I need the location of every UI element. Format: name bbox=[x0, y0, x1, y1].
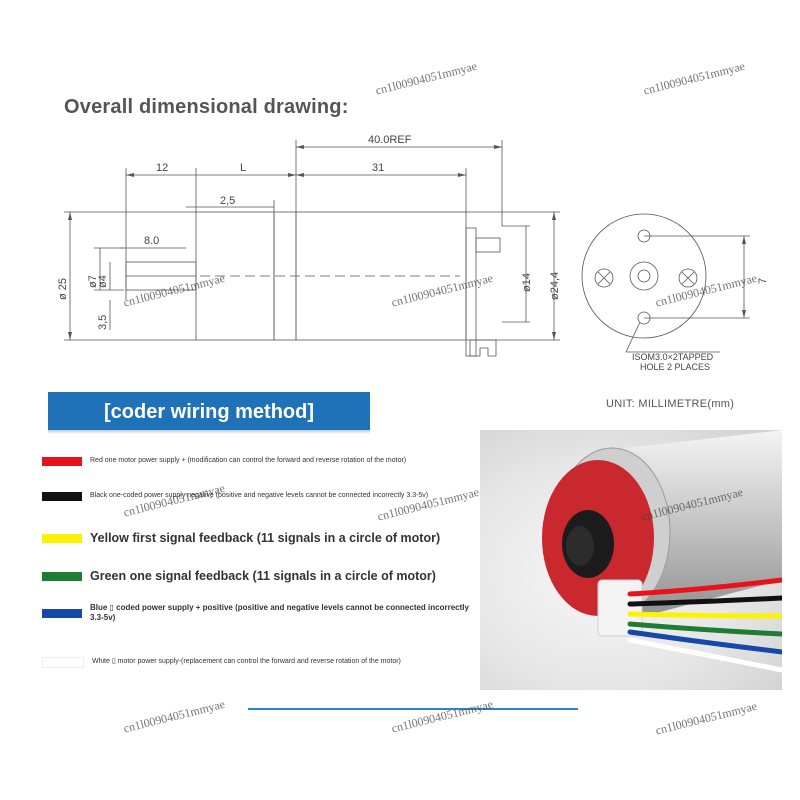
dim-phi7-label: ø7 bbox=[87, 275, 99, 288]
watermark: cn1l00904051mmyae bbox=[376, 484, 481, 524]
wire-label: Black one-coded power supply negative (p… bbox=[90, 492, 429, 500]
note-leader bbox=[625, 321, 641, 353]
wire-row-white: White ▯ motor power supply-(replacement … bbox=[42, 657, 482, 668]
encoder-tab-outline bbox=[469, 339, 497, 357]
wire-swatch-green bbox=[42, 572, 82, 582]
wire-row-yellow: Yellow first signal feedback (11 signals… bbox=[42, 531, 482, 547]
dim-7-label: 7 bbox=[757, 278, 769, 284]
dim-35-label: 3,5 bbox=[97, 315, 109, 330]
wire-swatch-black bbox=[42, 492, 82, 501]
footer-rule bbox=[248, 708, 578, 710]
dim-phi14-label: ø14 bbox=[521, 273, 533, 292]
wire-label: Red one motor power supply + (modificati… bbox=[90, 457, 407, 465]
dim-80-label: 8.0 bbox=[144, 235, 159, 247]
wire-row-blue: Blue ▯ coded power supply + positive (po… bbox=[42, 603, 482, 623]
dimensional-drawing: 40.0REF 12 L 31 2,5 8.0 ø 25 ø7 ø4 3,5 ø… bbox=[57, 134, 769, 372]
unit-label: UNIT: MILLIMETRE(mm) bbox=[606, 398, 735, 410]
dim-phi25-label: ø 25 bbox=[57, 278, 69, 300]
wire-label: Blue ▯ coded power supply + positive (po… bbox=[90, 603, 469, 622]
wire-swatch-blue bbox=[42, 608, 82, 618]
end-view-circle bbox=[581, 213, 707, 339]
note-line-2: HOLE 2 PLACES bbox=[640, 362, 710, 372]
dim-ref-label: 40.0REF bbox=[368, 134, 412, 146]
encoder-connector-outline bbox=[475, 237, 501, 253]
dim-12-label: 12 bbox=[156, 162, 168, 174]
wire-swatch-yellow bbox=[42, 534, 82, 544]
wire-row-green: Green one signal feedback (11 signals in… bbox=[42, 569, 482, 585]
wire-label: Green one signal feedback (11 signals in… bbox=[90, 569, 436, 583]
wire-row-red: Red one motor power supply + (modificati… bbox=[42, 457, 482, 466]
wire-swatch-white bbox=[42, 657, 84, 668]
page-title: Overall dimensional drawing: bbox=[64, 96, 349, 118]
dim-25-label: 2,5 bbox=[220, 195, 235, 207]
wire-swatch-red bbox=[42, 457, 82, 466]
wire-label: White ▯ motor power supply-(replacement … bbox=[92, 658, 401, 666]
watermark: cn1l00904051mmyae bbox=[122, 696, 227, 736]
wire-row-black: Black one-coded power supply negative (p… bbox=[42, 492, 482, 501]
motor-photo-illustration bbox=[542, 430, 782, 673]
motor-photo bbox=[480, 430, 782, 690]
note-line-1: ISOM3.0×2TAPPED bbox=[632, 352, 714, 362]
end-view-hub bbox=[629, 261, 659, 291]
dim-31-label: 31 bbox=[372, 162, 384, 174]
section-header-banner: [coder wiring method] bbox=[48, 392, 370, 432]
dim-phi4-label: ø4 bbox=[97, 275, 109, 288]
dim-phi244-label: ø24,4 bbox=[549, 272, 561, 300]
banner-shadow bbox=[48, 430, 370, 434]
watermark: cn1l00904051mmyae bbox=[390, 696, 495, 736]
watermark: cn1l00904051mmyae bbox=[654, 698, 759, 738]
dim-l-label: L bbox=[240, 162, 246, 174]
wire-label: Yellow first signal feedback (11 signals… bbox=[90, 531, 441, 545]
